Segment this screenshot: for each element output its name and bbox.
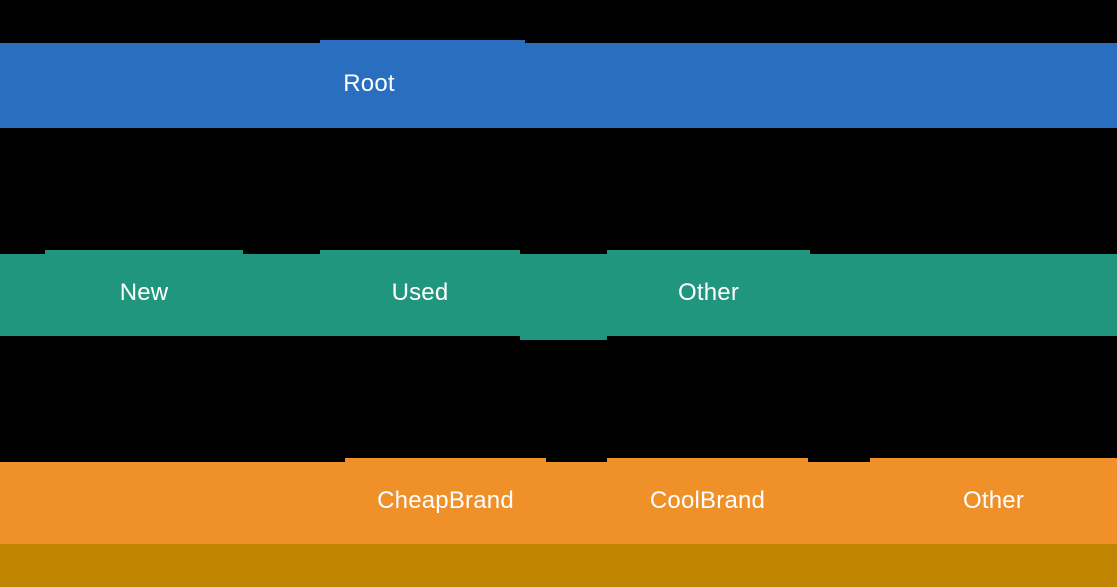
segment-new[interactable]: New (45, 250, 243, 336)
segment-condition-0[interactable] (0, 254, 45, 336)
segment-brand-0[interactable] (0, 462, 345, 544)
segment-label: CoolBrand (649, 487, 766, 514)
segment-label: Other (962, 487, 1025, 514)
segment-condition-2[interactable] (243, 254, 320, 336)
segment-label: Used (391, 279, 449, 306)
segment-brand-4[interactable] (808, 462, 870, 544)
segment-condition-6[interactable] (810, 254, 1117, 336)
segment-other[interactable]: Other (870, 458, 1117, 544)
segment-brand-2[interactable] (546, 462, 607, 544)
level-band-brand: CheapBrand CoolBrand Other (0, 458, 1117, 544)
segment-root-3[interactable] (525, 43, 1117, 128)
segment-label: CheapBrand (377, 487, 514, 514)
segment-root-0[interactable] (0, 43, 320, 128)
segment-condition-4[interactable] (520, 254, 607, 340)
level-band-tail (0, 544, 1117, 587)
segment-label: Root (343, 70, 395, 97)
segment-root-2[interactable] (418, 40, 525, 128)
level-band-root: Root (0, 40, 1117, 128)
segment-coolbrand[interactable]: CoolBrand (607, 458, 808, 544)
segment-label: New (119, 279, 169, 306)
level-band-condition: New Used Other (0, 250, 1117, 340)
segment-root[interactable]: Root (320, 40, 418, 128)
segment-used[interactable]: Used (320, 250, 520, 336)
segment-tail-0[interactable] (0, 544, 1117, 587)
segment-other[interactable]: Other (607, 250, 810, 336)
segment-cheapbrand[interactable]: CheapBrand (345, 458, 546, 544)
segment-label: Other (677, 279, 740, 306)
